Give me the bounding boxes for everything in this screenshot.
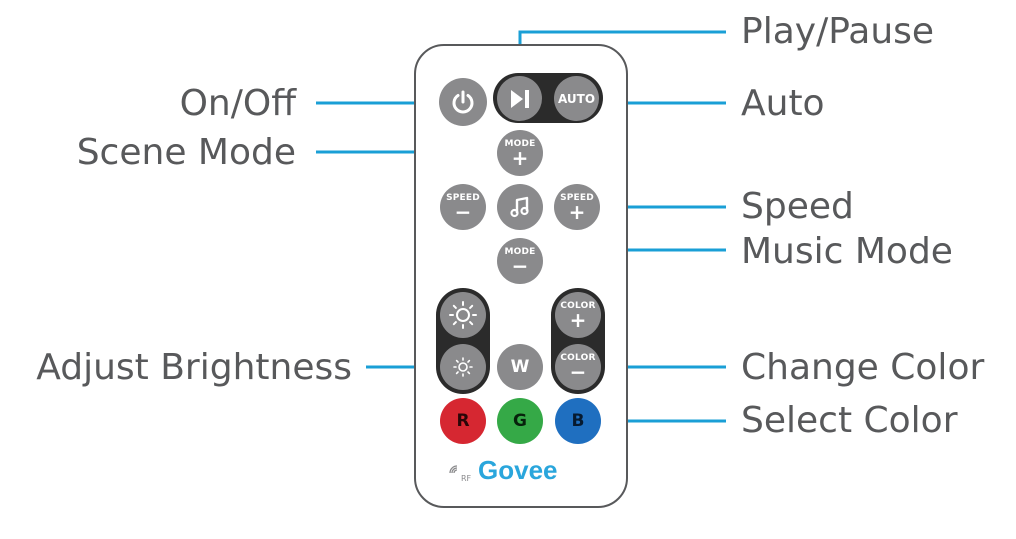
color-minus-button[interactable]: COLOR − — [555, 344, 601, 390]
red-button[interactable]: R — [440, 398, 486, 444]
label-change-color: Change Color — [741, 347, 985, 388]
play-pause-icon — [510, 89, 529, 108]
music-mode-button[interactable] — [497, 184, 543, 230]
speed-minus-button[interactable]: SPEED − — [440, 184, 486, 230]
auto-button-label: AUTO — [557, 91, 596, 106]
mode-minus-label: MODE — [504, 247, 536, 257]
label-scene-mode: Scene Mode — [76, 132, 296, 173]
power-button[interactable] — [439, 78, 487, 126]
red-button-label: R — [456, 411, 470, 431]
label-select-color: Select Color — [741, 400, 958, 441]
green-button[interactable]: G — [497, 398, 543, 444]
blue-button[interactable]: B — [555, 398, 601, 444]
mode-minus-button[interactable]: MODE − — [497, 238, 543, 284]
plus-sign: + — [569, 308, 587, 332]
color-plus-button[interactable]: COLOR + — [555, 292, 601, 338]
blue-button-label: B — [571, 411, 585, 431]
minus-sign: − — [569, 360, 587, 384]
label-auto: Auto — [741, 83, 825, 124]
color-minus-label: COLOR — [560, 353, 596, 363]
rf-label: RF — [461, 474, 472, 483]
minus-sign: − — [454, 200, 472, 224]
plus-sign: + — [568, 200, 586, 224]
rf-signal-icon — [449, 465, 458, 474]
label-speed: Speed — [741, 186, 854, 227]
label-adjust-brightness: Adjust Brightness — [36, 347, 352, 388]
color-plus-label: COLOR — [560, 301, 596, 311]
label-music-mode: Music Mode — [741, 231, 953, 272]
power-icon — [452, 90, 474, 114]
sun-small-icon — [453, 357, 473, 377]
speed-plus-label: SPEED — [560, 193, 594, 203]
auto-button[interactable]: AUTO — [554, 76, 599, 121]
mode-plus-label: MODE — [504, 139, 536, 149]
label-play-pause: Play/Pause — [741, 11, 935, 52]
brightness-up-button[interactable] — [440, 292, 486, 338]
mode-plus-button[interactable]: MODE + — [497, 130, 543, 176]
sun-large-icon — [449, 301, 477, 329]
minus-sign: − — [511, 254, 529, 278]
label-on-off: On/Off — [179, 83, 296, 124]
white-button[interactable]: W — [497, 344, 543, 390]
green-button-label: G — [513, 411, 527, 431]
white-button-label: W — [510, 357, 530, 377]
govee-logo: Govee — [478, 455, 558, 485]
speed-plus-button[interactable]: SPEED + — [554, 184, 600, 230]
plus-sign: + — [511, 146, 529, 170]
brightness-down-button[interactable] — [440, 344, 486, 390]
music-note-icon — [510, 196, 529, 218]
speed-minus-label: SPEED — [446, 193, 480, 203]
play-pause-button[interactable] — [497, 76, 542, 121]
